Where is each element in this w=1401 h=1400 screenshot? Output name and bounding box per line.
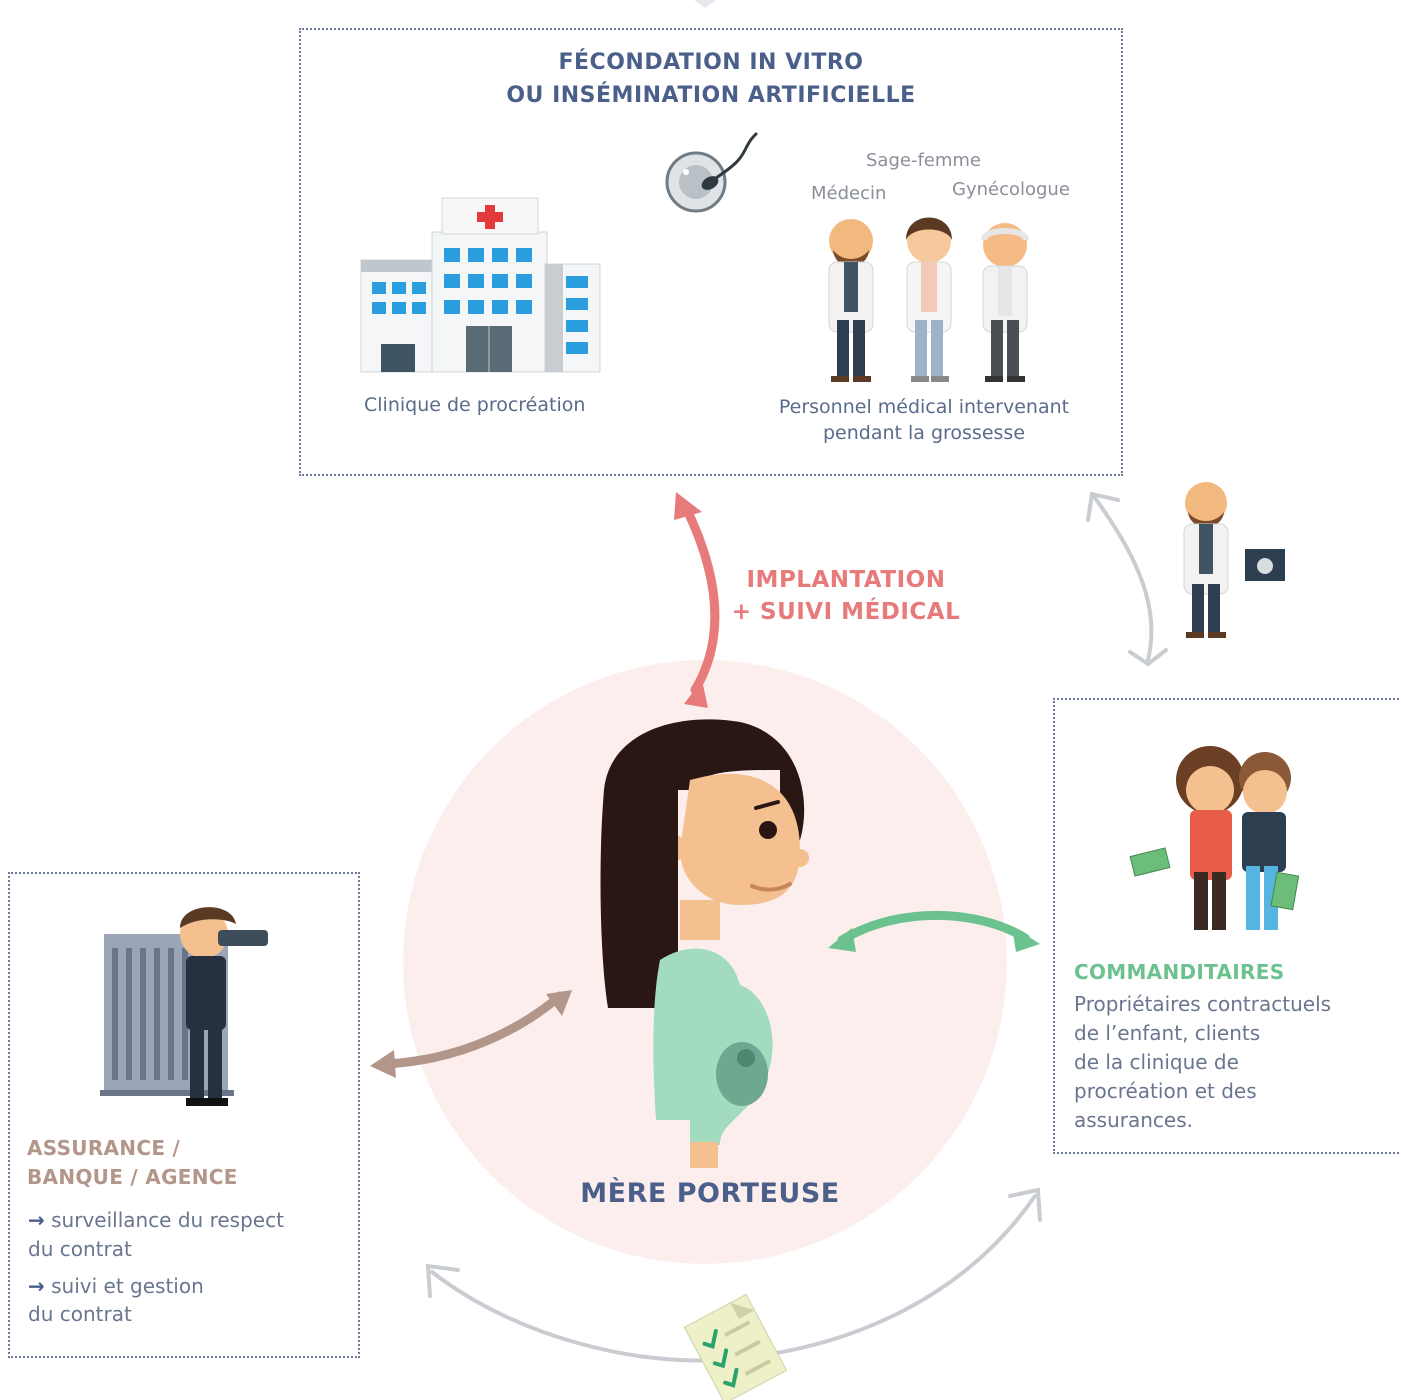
hospital-icon bbox=[360, 197, 601, 373]
mere-porteuse-label: MÈRE PORTEUSE bbox=[580, 1178, 840, 1209]
doctor-ultrasound-figure bbox=[1183, 482, 1285, 638]
assurance-title-line1: ASSURANCE / bbox=[27, 1136, 181, 1160]
assurance-title-line2: BANQUE / AGENCE bbox=[27, 1165, 238, 1189]
assurance-item2-text: suivi et gestion bbox=[51, 1274, 204, 1298]
assurance-item2-line1: → suivi et gestion bbox=[28, 1272, 204, 1301]
mere-porteuse-figure bbox=[600, 719, 809, 1168]
commanditaires-line1: Propriétaires contractuels bbox=[1074, 992, 1332, 1016]
implantation-line1: IMPLANTATION bbox=[746, 567, 946, 593]
commanditaires-title: COMMANDITAIRES bbox=[1074, 960, 1285, 984]
implantation-line2: + SUIVI MÉDICAL bbox=[731, 599, 961, 625]
commanditaires-couple bbox=[1129, 746, 1300, 930]
gynecologue-figure bbox=[981, 223, 1029, 382]
role-sage-femme: Sage-femme bbox=[866, 150, 982, 171]
fecondation-title-line1: FÉCONDATION IN VITRO bbox=[558, 50, 864, 75]
role-gynecologue: Gynécologue bbox=[952, 179, 1070, 200]
arrow-right-icon: → bbox=[28, 1208, 45, 1232]
assurance-item2-line2: du contrat bbox=[28, 1302, 132, 1326]
assurance-box bbox=[8, 872, 360, 1358]
commanditaires-line2: de l’enfant, clients bbox=[1074, 1021, 1261, 1045]
clinic-label: Clinique de procréation bbox=[364, 394, 586, 416]
assurance-arrow bbox=[381, 991, 565, 1069]
fecondation-box bbox=[299, 28, 1123, 476]
sage-femme-figure bbox=[906, 217, 952, 382]
role-medecin: Médecin bbox=[811, 183, 887, 204]
commanditaires-box bbox=[1053, 698, 1399, 1154]
commanditaires-line3: de la clinique de bbox=[1074, 1050, 1239, 1074]
assurance-building-figure bbox=[100, 907, 268, 1106]
assurance-item1-line1: → surveillance du respect bbox=[28, 1206, 284, 1235]
egg-sperm-icon bbox=[665, 132, 758, 213]
commanditaires-line4: procréation et des bbox=[1074, 1079, 1257, 1103]
fecondation-title-line2: OU INSÉMINATION ARTIFICIELLE bbox=[506, 83, 916, 108]
arrow-right-icon: → bbox=[28, 1274, 45, 1298]
commanditaires-line5: assurances. bbox=[1074, 1108, 1194, 1132]
assurance-item1-line2: du contrat bbox=[28, 1237, 132, 1261]
implantation-arrow bbox=[683, 507, 720, 695]
staff-label-line2: pendant la grossesse bbox=[822, 422, 1026, 444]
medecin-figure bbox=[828, 219, 874, 382]
medical-followup-arrow bbox=[1086, 491, 1168, 667]
staff-label-line1: Personnel médical intervenant bbox=[778, 396, 1070, 418]
commanditaires-arrow bbox=[837, 910, 1030, 945]
assurance-item1-text: surveillance du respect bbox=[51, 1208, 284, 1232]
contract-document-icon bbox=[683, 1293, 788, 1400]
